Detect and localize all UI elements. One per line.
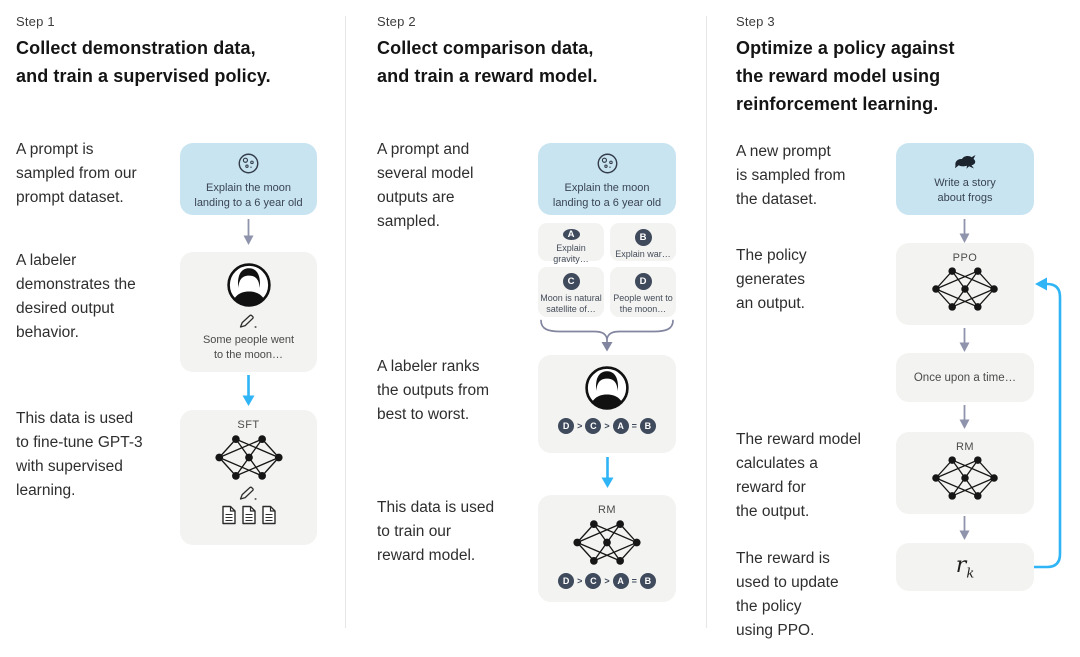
arrow-down-icon — [958, 328, 971, 353]
step3-title: Optimize a policy against the reward mod… — [736, 38, 955, 114]
step1-caption-prompt: A prompt is sampled from our prompt data… — [16, 141, 137, 206]
step3-output-text: Once upon a time… — [913, 371, 1017, 384]
option-badge: C — [562, 273, 580, 290]
documents-row — [221, 505, 277, 525]
arrow-down-blue-icon — [240, 375, 257, 407]
rm-model-label: RM — [955, 441, 975, 453]
rank-separator: > — [604, 576, 610, 586]
moon-icon — [595, 151, 620, 176]
rank-badge: C — [585, 418, 602, 434]
option-badge: A — [562, 229, 580, 240]
step3-prompt-card: Write a story about frogs — [896, 143, 1034, 215]
rank-separator: > — [577, 576, 583, 586]
step1-title: Collect demonstration data, and train a … — [16, 38, 271, 86]
option-text: People went to the moon… — [613, 293, 673, 314]
option-card-a: A Explain gravity… — [538, 223, 604, 264]
rank-separator: > — [604, 421, 610, 431]
arrow-down-icon — [958, 219, 971, 244]
rm-model-label: RM — [597, 504, 617, 516]
step2-caption-ranks: A labeler ranks the outputs from best to… — [377, 358, 490, 423]
neural-network-icon — [930, 265, 1000, 313]
rank-badge: A — [612, 418, 629, 434]
rank-badge: D — [558, 418, 575, 434]
step1-prompt-card: Explain the moon landing to a 6 year old — [180, 143, 317, 215]
option-card-c: C Moon is natural satellite of… — [538, 267, 604, 317]
rank-badge: A — [612, 573, 629, 589]
labeler-avatar-icon — [584, 365, 630, 411]
step3-caption-update: The reward is used to update the policy … — [736, 550, 839, 639]
document-icon — [261, 505, 277, 525]
neural-network-icon — [213, 433, 285, 482]
option-badge: D — [634, 273, 652, 290]
option-text: Explain war… — [615, 249, 671, 259]
step1-demo-text: Some people went to the moon… — [202, 334, 295, 361]
step3-caption-prompt: A new prompt is sampled from the dataset… — [736, 143, 846, 208]
option-text: Moon is natural satellite of… — [540, 293, 602, 314]
step1-caption-labeler: A labeler demonstrates the desired outpu… — [16, 252, 136, 341]
step3-rm-card: RM — [896, 432, 1034, 514]
ranking-row: D > C > A = B — [558, 418, 656, 434]
rank-badge: C — [585, 573, 602, 589]
column-divider-1 — [345, 16, 346, 628]
option-text: Explain gravity… — [553, 243, 589, 264]
step3-reward-card: rk — [896, 543, 1034, 591]
step2-title: Collect comparison data, and train a rew… — [377, 38, 598, 86]
document-icon — [241, 505, 257, 525]
sft-model-label: SFT — [237, 419, 260, 431]
arrow-down-blue-icon — [599, 457, 616, 489]
step2-prompt-text: Explain the moon landing to a 6 year old — [552, 182, 662, 209]
step1-labeler-card: Some people went to the moon… — [180, 252, 317, 372]
step1-label: Step 1 — [16, 14, 55, 29]
ranking-row: D > C > A = B — [558, 573, 656, 589]
step3-caption-policy: The policy generates an output. — [736, 247, 807, 312]
rank-separator: = — [631, 576, 637, 586]
ppo-model-label: PPO — [952, 252, 978, 264]
option-card-d: D People went to the moon… — [610, 267, 676, 317]
rank-badge: B — [639, 573, 656, 589]
rank-separator: > — [577, 421, 583, 431]
neural-network-icon — [571, 518, 643, 567]
step1-prompt-text: Explain the moon landing to a 6 year old — [194, 182, 303, 209]
step3-output-card: Once upon a time… — [896, 353, 1034, 402]
step3-prompt-text: Write a story about frogs — [934, 177, 996, 204]
document-icon — [221, 505, 237, 525]
frog-icon — [952, 153, 979, 171]
step3-caption-reward: The reward model calculates a reward for… — [736, 431, 861, 520]
rank-badge: D — [558, 573, 575, 589]
step3-ppo-card: PPO — [896, 243, 1034, 325]
rank-badge: B — [639, 418, 656, 434]
arrow-down-icon — [958, 405, 971, 430]
step2-prompt-card: Explain the moon landing to a 6 year old — [538, 143, 676, 215]
brace-merge-arrow-icon — [538, 318, 676, 354]
arrow-down-icon — [958, 516, 971, 541]
rank-separator: = — [631, 421, 637, 431]
reward-symbol: rk — [955, 552, 975, 582]
column-divider-2 — [706, 16, 707, 628]
step1-sft-card: SFT — [180, 410, 317, 545]
moon-icon — [236, 151, 261, 176]
step1-caption-finetune: This data is used to fine-tune GPT-3 wit… — [16, 410, 143, 499]
step2-label: Step 2 — [377, 14, 416, 29]
pencil-icon — [239, 486, 258, 501]
step2-caption-train: This data is used to train our reward mo… — [377, 499, 495, 564]
labeler-avatar-icon — [226, 262, 272, 308]
step2-caption-prompt: A prompt and several model outputs are s… — [377, 141, 474, 230]
arrow-down-icon — [242, 219, 255, 246]
step2-labeler-rank-card: D > C > A = B — [538, 355, 676, 453]
option-card-b: B Explain war… — [610, 223, 676, 261]
step3-label: Step 3 — [736, 14, 775, 29]
step2-rm-card: RM D > C > — [538, 495, 676, 602]
option-badge: B — [634, 229, 652, 246]
pencil-icon — [239, 314, 258, 329]
neural-network-icon — [930, 454, 1000, 502]
